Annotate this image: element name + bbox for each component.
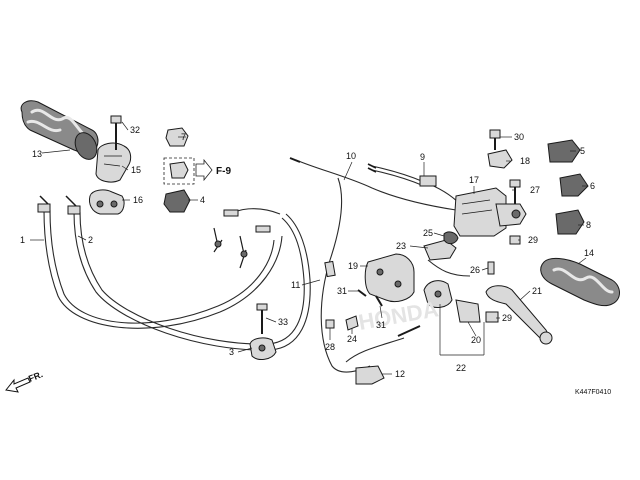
callout-12: 12 [395, 369, 405, 379]
callout-20: 20 [471, 335, 481, 345]
callout-22: 22 [456, 363, 466, 373]
part-24 [345, 315, 359, 331]
callout-29-lower: 29 [502, 313, 512, 323]
callout-16: 16 [133, 195, 143, 205]
callout-33: 33 [278, 317, 288, 327]
right-grip [540, 257, 620, 307]
callout-labels: 13 1 2 3 4 5 6 7 8 9 10 11 12 14 15 16 1… [20, 125, 595, 379]
callout-13: 13 [32, 149, 42, 159]
callout-26: 26 [470, 265, 480, 275]
switch-8 [555, 209, 585, 235]
callout-25: 25 [423, 228, 433, 238]
brake-lever [485, 285, 553, 345]
callout-24: 24 [347, 334, 357, 344]
callout-21: 21 [532, 286, 542, 296]
part-7 [165, 127, 189, 147]
callout-6: 6 [590, 181, 595, 191]
reference-box [163, 157, 213, 185]
callout-29-upper: 29 [528, 235, 538, 245]
callout-7: 7 [181, 132, 186, 142]
cable-12 [345, 325, 421, 385]
part-4 [163, 189, 191, 213]
callout-10: 10 [346, 151, 356, 161]
screw-31 [357, 289, 383, 307]
callout-14: 14 [584, 248, 594, 258]
bolt-30 [489, 129, 501, 150]
cable-bracket [249, 303, 277, 360]
brake-switch [423, 280, 499, 323]
clutch-cable [289, 157, 457, 373]
master-cylinder [453, 187, 527, 237]
left-grip [20, 100, 99, 160]
callout-4: 4 [200, 195, 205, 205]
part-18 [487, 149, 513, 169]
callout-19: 19 [348, 261, 358, 271]
callout-3: 3 [229, 347, 234, 357]
screw-28 [325, 319, 335, 329]
callout-17: 17 [469, 175, 479, 185]
callout-31-left: 31 [337, 286, 347, 296]
wire-harness [367, 163, 461, 205]
callout-11: 11 [291, 280, 300, 290]
screw-27 [509, 179, 521, 204]
callout-23: 23 [396, 241, 406, 251]
figure-code: K447F0410 [575, 389, 611, 396]
callout-18: 18 [520, 156, 530, 166]
switch-housing [364, 231, 495, 303]
callout-5: 5 [580, 146, 585, 156]
callout-9: 9 [420, 152, 425, 162]
callout-31-lower: 31 [376, 320, 386, 330]
callout-27: 27 [530, 185, 540, 195]
front-arrow-label: FR. [27, 369, 44, 384]
callout-1: 1 [20, 235, 25, 245]
callout-30: 30 [514, 132, 524, 142]
switch-5 [547, 139, 581, 163]
screw-32 [110, 115, 122, 150]
switch-6 [559, 173, 589, 197]
callout-8: 8 [586, 220, 591, 230]
throttle-housing [95, 142, 132, 183]
reference-label: F-9 [216, 166, 231, 177]
leader-lines [30, 121, 588, 375]
throttle-cables [37, 195, 311, 351]
callout-28: 28 [325, 342, 335, 352]
callout-32: 32 [130, 125, 140, 135]
callout-2: 2 [88, 235, 93, 245]
callout-15: 15 [131, 165, 141, 175]
watermark: HONDA [357, 296, 441, 335]
housing-lower [89, 189, 125, 215]
front-arrow: FR. [5, 369, 44, 393]
